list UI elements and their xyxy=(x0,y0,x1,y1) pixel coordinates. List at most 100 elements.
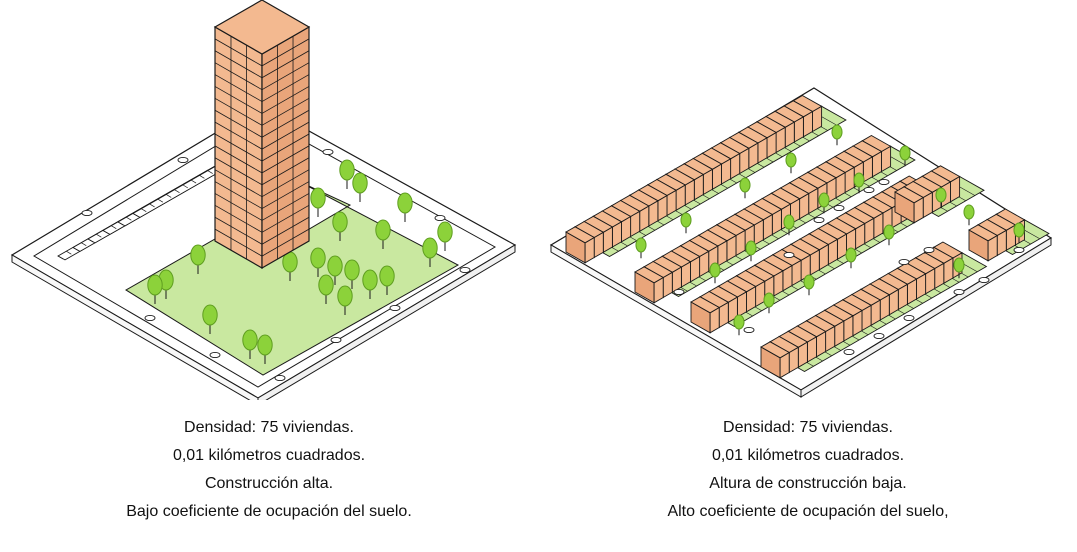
car-icon xyxy=(459,266,471,274)
car-icon xyxy=(743,326,755,334)
tree-icon xyxy=(190,244,206,274)
car-icon xyxy=(389,304,401,312)
tree-icon xyxy=(318,274,334,304)
tower-block-illustration xyxy=(10,0,517,400)
caption-line-height: Altura de construcción baja. xyxy=(709,475,907,492)
car-icon xyxy=(813,216,825,224)
house-roof xyxy=(690,296,721,314)
car-icon xyxy=(953,288,965,296)
floor-line xyxy=(261,228,310,257)
car-icon xyxy=(330,336,342,344)
row-houses-5 xyxy=(894,165,985,224)
car-icon xyxy=(843,348,855,356)
parking-bay xyxy=(96,233,102,238)
car-icon xyxy=(274,374,286,382)
car-icon xyxy=(322,148,334,156)
car-icon xyxy=(898,258,910,266)
tree-icon xyxy=(845,247,857,269)
caption-line-density: Densidad: 75 viviendas. xyxy=(184,419,354,436)
tree-icon xyxy=(437,221,453,251)
trees xyxy=(635,124,1025,336)
parking-bay xyxy=(166,194,172,198)
trees xyxy=(147,159,453,364)
tower-roof xyxy=(213,0,311,55)
parking-bay xyxy=(102,230,109,234)
house-roof xyxy=(968,224,999,242)
floor-line xyxy=(261,121,310,150)
parking-bay xyxy=(57,255,64,260)
tree-icon xyxy=(818,192,830,214)
house-unit xyxy=(690,296,721,334)
caption-line-density: Densidad: 75 viviendas. xyxy=(723,419,893,436)
caption-low-rise: Densidad: 75 viviendas. 0,01 kilómetros … xyxy=(539,414,1077,526)
car-icon xyxy=(873,332,885,340)
tree-icon xyxy=(763,292,775,314)
house-unit xyxy=(968,224,999,262)
caption-line-coverage: Bajo coeficiente de ocupación del suelo. xyxy=(126,503,412,520)
floor-line xyxy=(261,86,310,114)
floor-line xyxy=(214,62,263,91)
car-icon xyxy=(923,246,935,254)
panel-low-rise: Densidad: 75 viviendas. 0,01 kilómetros … xyxy=(539,0,1077,552)
kerb-edge xyxy=(257,244,516,400)
row-houses-6 xyxy=(968,208,1050,262)
house-roof xyxy=(634,266,665,284)
parked-cars xyxy=(673,178,1025,356)
parking-bay xyxy=(157,198,164,203)
floor-line xyxy=(214,86,263,114)
floor-line xyxy=(214,228,263,257)
house-roof xyxy=(565,226,596,244)
floor-line xyxy=(214,74,263,102)
tree-icon xyxy=(783,214,795,236)
parking-bay xyxy=(207,170,213,174)
parking-bay xyxy=(190,179,197,184)
parking-bay xyxy=(149,203,155,208)
parking-bay xyxy=(72,247,79,251)
car-icon xyxy=(81,209,93,217)
tree-icon xyxy=(337,285,353,315)
floor-line xyxy=(261,204,310,233)
car-icon xyxy=(783,251,795,259)
house-unit xyxy=(894,186,925,224)
floor-line xyxy=(214,204,263,233)
floor-line xyxy=(261,193,310,221)
tree-icon xyxy=(339,159,355,189)
floor-line xyxy=(214,50,263,79)
floor-line xyxy=(214,216,263,245)
parking-bay xyxy=(141,208,147,213)
tree-icon xyxy=(397,192,413,222)
floor-line xyxy=(261,62,310,91)
caption-line-area: 0,01 kilómetros cuadrados. xyxy=(172,447,366,464)
floor-line xyxy=(261,109,310,138)
floor-line xyxy=(261,157,310,186)
caption-line-area: 0,01 kilómetros cuadrados. xyxy=(711,447,905,464)
tree-icon xyxy=(935,187,947,209)
floor-line xyxy=(214,97,263,126)
row-houses-illustration xyxy=(549,87,1053,398)
parking-bay xyxy=(87,238,94,243)
tree-icon xyxy=(733,314,745,336)
house-roof xyxy=(760,341,791,359)
floor-line xyxy=(214,181,263,209)
floor-line xyxy=(214,133,263,162)
car-icon xyxy=(673,288,685,296)
tree-icon xyxy=(375,219,391,249)
house-unit xyxy=(565,226,596,264)
tree-icon xyxy=(257,334,273,364)
parking-bay xyxy=(174,189,180,193)
car-icon xyxy=(209,351,221,359)
tree-icon xyxy=(310,247,326,277)
tree-icon xyxy=(803,274,815,296)
tree-icon xyxy=(853,172,865,194)
tree-icon xyxy=(1013,222,1025,244)
tree-icon xyxy=(709,262,721,284)
car-icon xyxy=(863,186,875,194)
car-icon xyxy=(978,276,990,284)
tree-icon xyxy=(785,152,797,174)
tree-icon xyxy=(310,187,326,217)
floor-line xyxy=(261,145,310,174)
caption-line-coverage: Alto coeficiente de ocupación del suelo, xyxy=(667,503,949,520)
row-houses-4 xyxy=(760,241,988,379)
kerb-edge xyxy=(550,244,802,398)
floor-line xyxy=(214,193,263,221)
